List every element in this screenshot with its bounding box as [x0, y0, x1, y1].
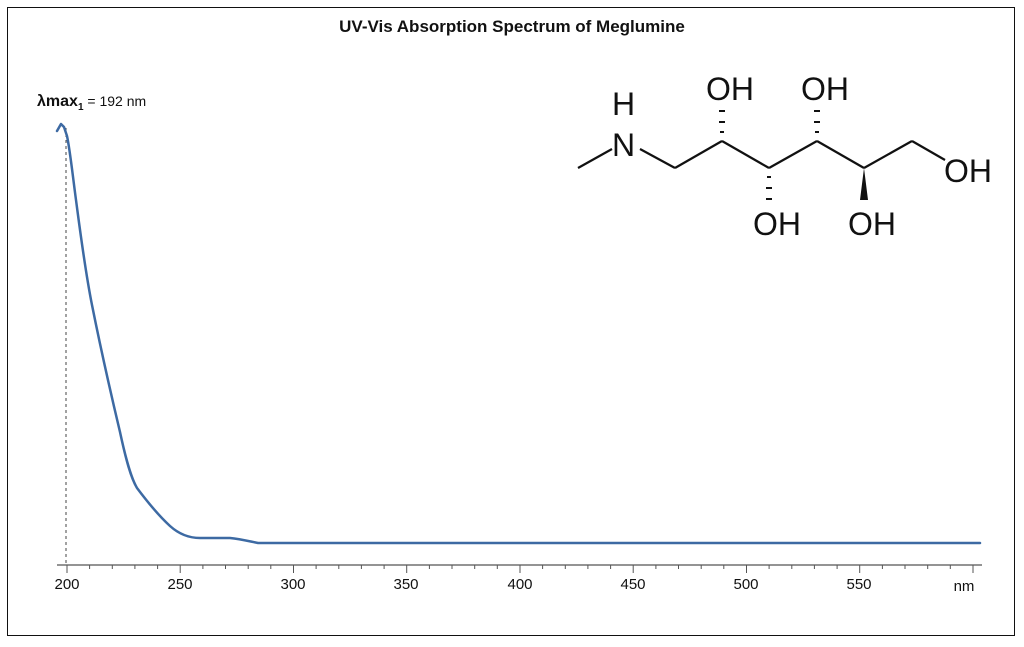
hydroxyl-label: OH — [944, 153, 992, 189]
x-tick-label: 200 — [54, 576, 80, 593]
x-axis-unit-label: nm — [953, 578, 975, 595]
hydrogen-label: H — [612, 86, 635, 122]
x-tick-label: 250 — [167, 576, 193, 593]
chart-frame — [7, 7, 1015, 636]
nitrogen-label: N — [612, 127, 635, 163]
hydroxyl-label: OH — [848, 206, 896, 242]
hydroxyl-label: OH — [706, 71, 754, 107]
x-tick-label: 350 — [393, 576, 419, 593]
spectrum-curve — [55, 122, 982, 545]
hydroxyl-label: OH — [801, 71, 849, 107]
lambda-max-annotation: λmax1 = 192 nm — [37, 93, 146, 113]
meglumine-structure: H N OH OH OH OH OH — [577, 71, 992, 242]
x-tick-label: 550 — [846, 576, 872, 593]
chart-title: UV-Vis Absorption Spectrum of Meglumine — [339, 17, 685, 36]
lambda-symbol: λ — [37, 93, 46, 110]
hydroxyl-label: OH — [753, 206, 801, 242]
x-tick-label: 500 — [733, 576, 759, 593]
x-tick-label: 450 — [620, 576, 646, 593]
solid-wedge-bond — [860, 168, 868, 200]
molecule-bonds — [577, 140, 946, 169]
lambda-max-text: max — [45, 93, 78, 110]
hashed-wedge-bonds — [719, 110, 820, 200]
lambda-subscript: 1 — [77, 101, 84, 113]
lambda-max-value: = 192 nm — [83, 93, 147, 109]
x-tick-label: 300 — [280, 576, 306, 593]
x-axis-ticks — [66, 565, 974, 573]
x-tick-label: 400 — [507, 576, 533, 593]
